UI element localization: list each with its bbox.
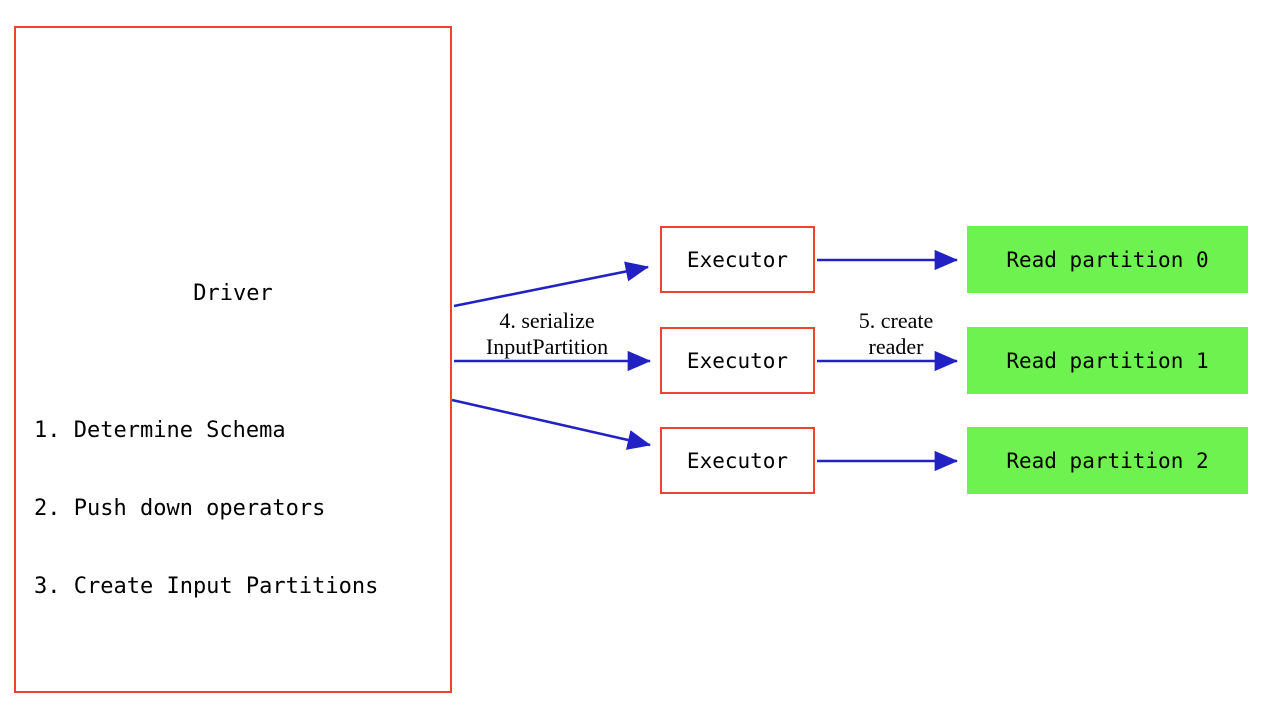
partition-box-2: Read partition 2: [967, 427, 1248, 494]
executor-box-2: Executor: [660, 427, 815, 494]
arrow-driver-to-executor-0: [453, 261, 650, 308]
partition-box-0: Read partition 0: [967, 226, 1248, 293]
arrow-label-create-reader: 5. create reader: [826, 308, 966, 360]
arrow-label-serialize-input-partition: 4. serialize InputPartition: [452, 308, 642, 360]
driver-step-3: 3. Create Input Partitions: [34, 574, 379, 599]
arrow-label-create-reader-line-1: 5. create: [858, 308, 934, 333]
driver-steps-list: 1. Determine Schema 2. Push down operato…: [34, 366, 378, 652]
driver-box: Driver 1. Determine Schema 2. Push down …: [14, 26, 452, 693]
arrow-label-serialize-line-2: InputPartition: [485, 334, 609, 359]
driver-step-2: 2. Push down operators: [34, 496, 326, 521]
executor-box-0: Executor: [660, 226, 815, 293]
arrow-driver-to-executor-2: [451, 398, 652, 450]
executor-box-1: Executor: [660, 327, 815, 394]
partition-box-1: Read partition 1: [967, 327, 1248, 394]
arrow-label-serialize-line-1: 4. serialize: [499, 308, 595, 333]
driver-step-1: 1. Determine Schema: [34, 418, 286, 443]
driver-title: Driver: [193, 281, 273, 306]
arrow-label-create-reader-line-2: reader: [868, 334, 924, 359]
